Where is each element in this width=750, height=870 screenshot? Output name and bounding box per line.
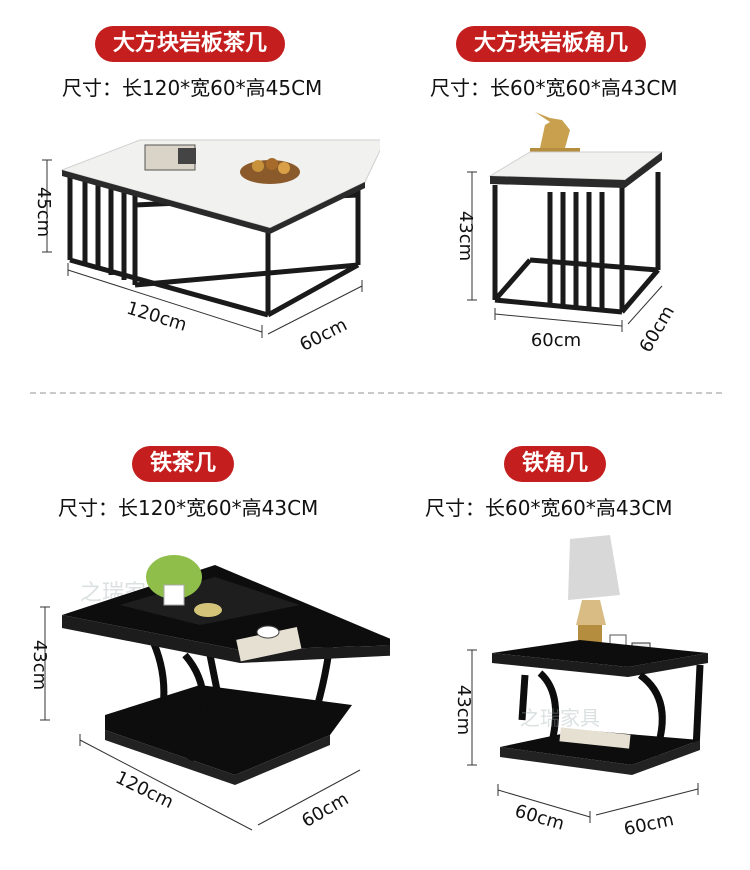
- marble-side-table-image: 43cm 60cm 60cm: [455, 112, 679, 356]
- horse-statue-icon: [530, 112, 580, 156]
- product-badge-marble-coffee-table: 大方块岩板茶几: [95, 26, 286, 62]
- marble-coffee-table-image: 45cm 120cm 60cm: [33, 139, 380, 356]
- book-icon: [559, 727, 631, 749]
- length-label: 60cm: [512, 801, 566, 835]
- width-label: 60cm: [622, 809, 676, 840]
- section-divider: [30, 392, 722, 394]
- iron-side-table-image: 之瑞家具 43cm 60cm 60cm: [453, 535, 708, 840]
- product-badge-marble-side-table: 大方块岩板角几: [456, 26, 647, 62]
- dimension-lines: [42, 159, 363, 338]
- dimension-lines: [40, 606, 361, 831]
- spec-iron-side-table: 尺寸：长60*宽60*高43CM: [425, 496, 673, 520]
- width-label: 60cm: [298, 789, 352, 832]
- dimension-lines: [467, 171, 663, 332]
- height-label: 43cm: [455, 211, 476, 261]
- length-label: 60cm: [531, 330, 581, 351]
- spec-marble-side-table: 尺寸：长60*宽60*高43CM: [430, 76, 678, 100]
- height-label: 43cm: [29, 640, 50, 690]
- height-label: 45cm: [33, 187, 54, 237]
- spec-iron-coffee-table: 尺寸：长120*宽60*高43CM: [58, 496, 319, 520]
- width-label: 60cm: [296, 314, 350, 356]
- book-icon: [236, 627, 302, 662]
- metal-frame: [67, 175, 361, 318]
- metal-frame: [492, 172, 661, 315]
- dimension-lines: [467, 649, 699, 823]
- product-badge-iron-side-table: 铁角几: [504, 446, 607, 482]
- spec-marble-coffee-table: 尺寸：长120*宽60*高45CM: [62, 76, 323, 100]
- metal-legs: [518, 664, 704, 757]
- product-badge-iron-coffee-table: 铁茶几: [132, 446, 235, 482]
- table-lamp-icon: [568, 535, 620, 645]
- length-label: 120cm: [124, 298, 189, 336]
- bowl-icon: [194, 603, 222, 617]
- glass-top: [492, 640, 708, 667]
- watermark: 之瑞家具: [520, 706, 600, 730]
- iron-coffee-table-image: 之瑞家具 43cm 120cm 60cm: [29, 555, 390, 832]
- height-label: 43cm: [453, 685, 474, 735]
- width-label: 60cm: [636, 302, 679, 356]
- coffee-cup-icon: [256, 625, 280, 639]
- plant-icon: [146, 555, 202, 599]
